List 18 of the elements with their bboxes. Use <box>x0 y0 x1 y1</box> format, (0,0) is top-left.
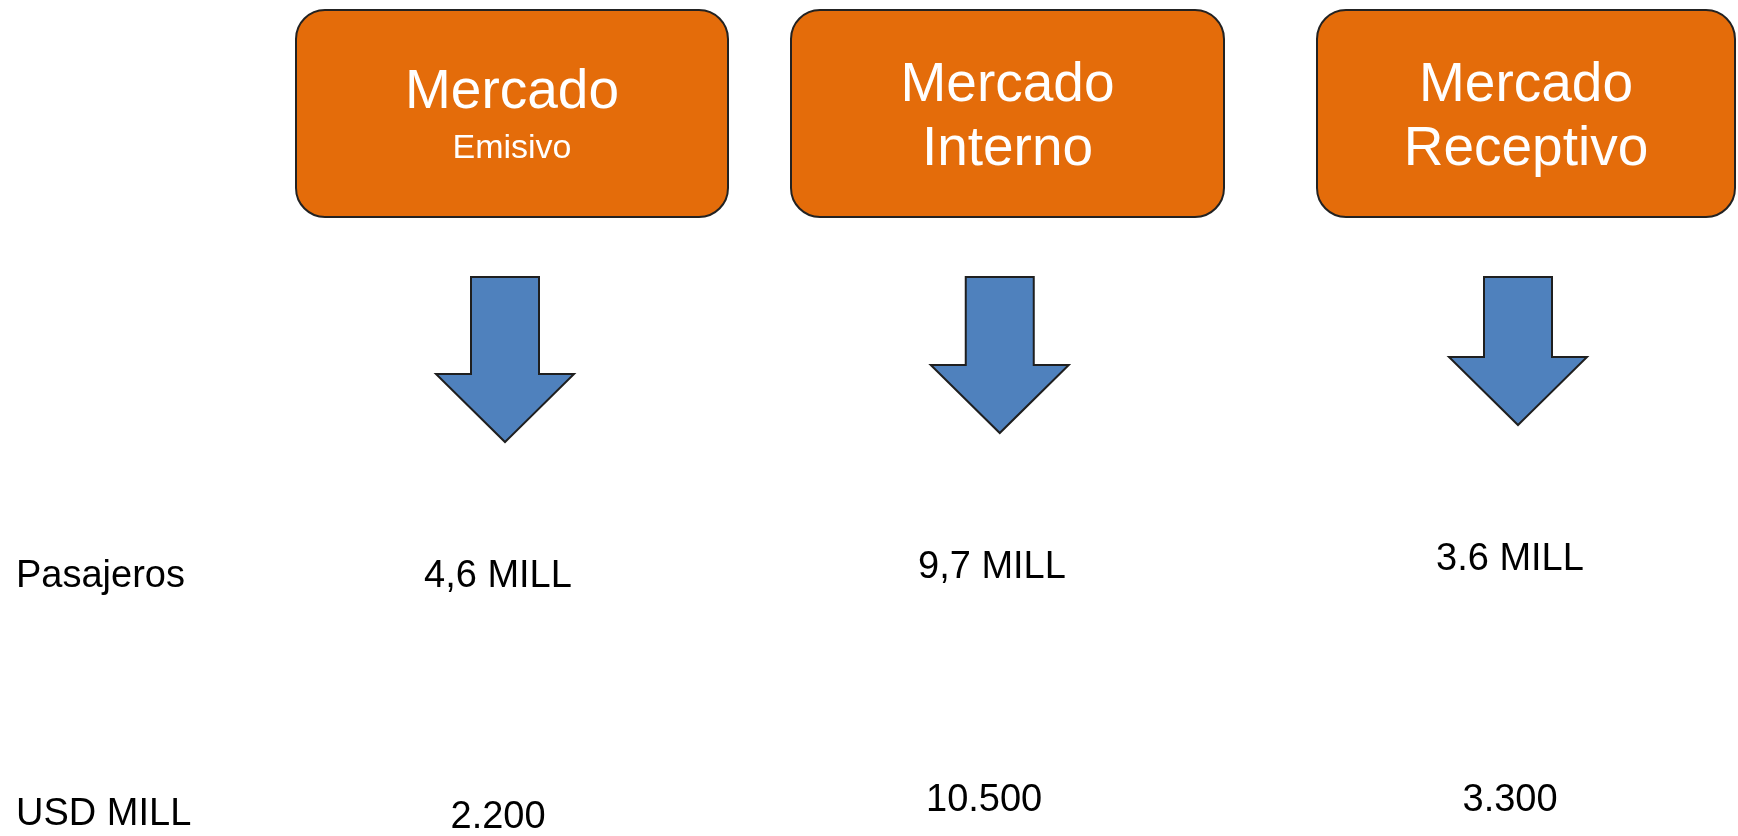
row-label: USD MILL <box>16 790 192 834</box>
block-arrow <box>928 276 1072 435</box>
box-title: Mercado Interno <box>899 49 1116 178</box>
market-box <box>295 9 729 218</box>
value-text: 3.300 <box>1462 776 1558 820</box>
value-text: 2.200 <box>450 793 546 836</box>
block-arrow <box>1446 276 1590 427</box>
value-text: 9,7 MILL <box>918 543 1066 587</box>
box-title: Mercado Receptivo <box>1402 49 1650 178</box>
value-text: 10.500 <box>926 776 1043 820</box>
market-box <box>790 9 1225 218</box>
value-text: 3.6 MILL <box>1436 535 1584 579</box>
box-subtitle: Emisivo <box>451 125 573 167</box>
block-arrow <box>433 276 577 444</box>
row-label: Pasajeros <box>16 552 185 596</box>
value-text: 4,6 MILL <box>424 552 572 596</box>
market-box <box>1316 9 1736 218</box>
box-heading: Mercado <box>404 56 620 121</box>
